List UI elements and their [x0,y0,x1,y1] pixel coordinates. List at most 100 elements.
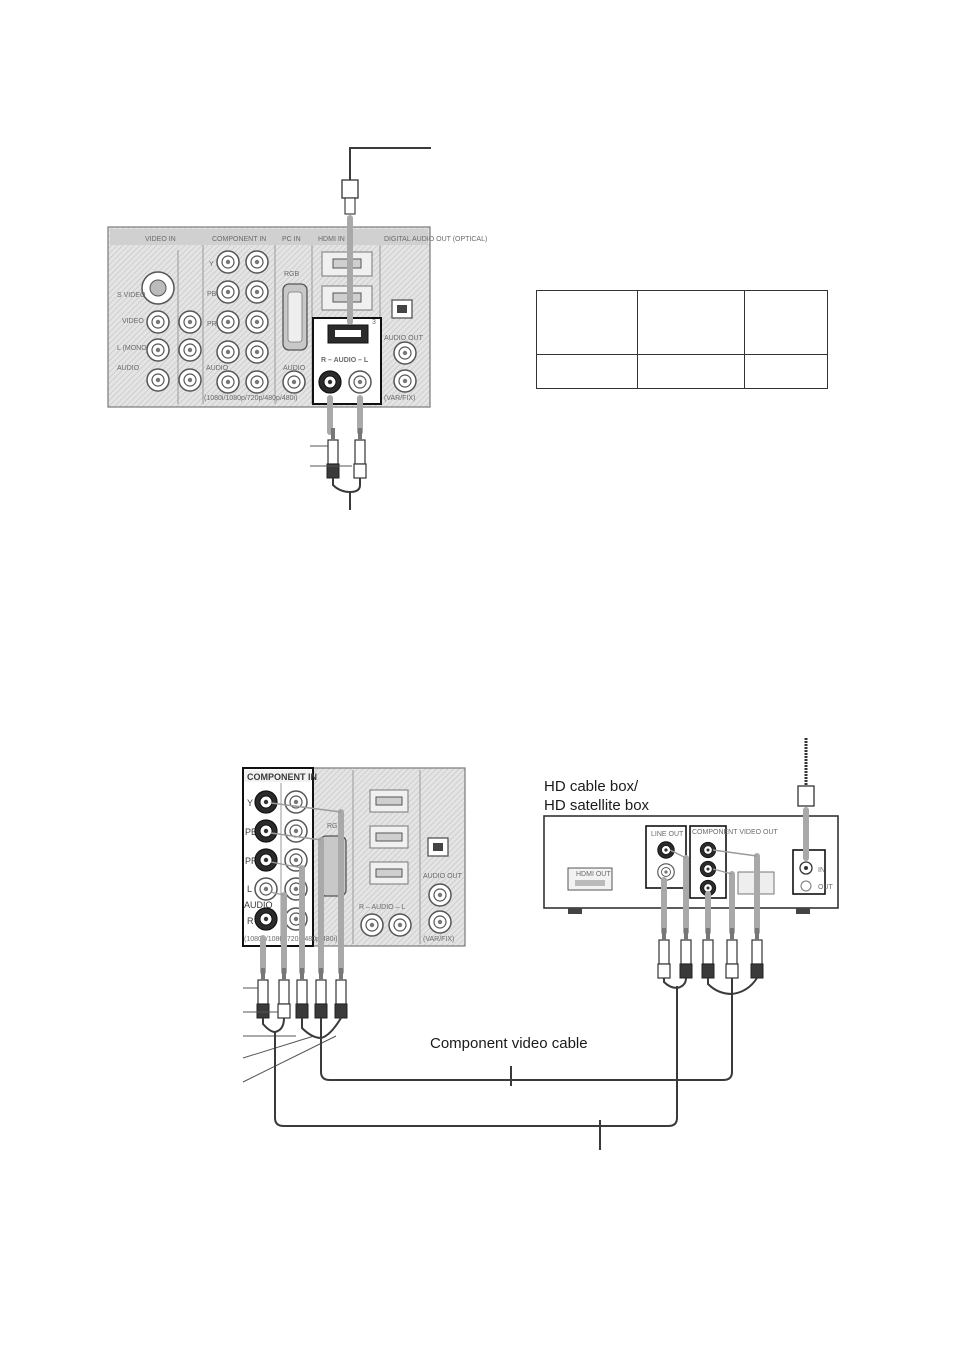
antenna-cable [797,738,815,861]
plug-audio-l [277,967,291,1019]
hdmi-in-heading: HDMI IN [318,236,345,243]
bottom-y-jack [254,790,278,814]
spec-table-row [536,354,828,389]
comp1-y-jack [216,250,240,274]
plug-y [334,967,348,1019]
audio-out-l-jack [393,341,417,365]
comp2-pr-jack [245,310,269,334]
cable-box: HDMI OUT LINE OUT COMPONENT VIDEO OUT IN… [543,815,839,914]
pc-audio-jack [282,370,306,394]
audio-plug-white [353,427,367,479]
bottom-r-label: R [247,916,254,926]
antenna-plug [797,785,815,807]
audio-mono-label: L (MONO) [117,345,149,352]
video-jack-1 [146,310,170,334]
spec-table-cell [744,290,828,355]
spec-table-cell [637,354,745,389]
spec-table-cell [744,354,828,389]
bottom-pr-jack [254,848,278,872]
bottom-hdmi-audio-label: R – AUDIO – L [359,904,405,911]
bottom-audio-out-r [428,910,452,934]
comp1-pb-jack [216,280,240,304]
bottom-pb-label: PB [245,827,257,837]
comp2-r-jack [245,370,269,394]
spec-table-cell [637,290,745,355]
video-jack-2 [178,310,202,334]
component-arrows [260,802,344,975]
pc-in-heading: PC IN [282,236,301,243]
bottom-y-label: Y [247,798,253,808]
cable-box-title-2: HD satellite box [544,797,650,814]
bottom2-y-jack [284,790,308,814]
audio-out-label: AUDIO OUT [384,335,424,342]
spec-table [536,290,828,389]
spec-table-cell [536,290,638,355]
comp2-pb-jack [245,280,269,304]
cbox-plug-pr [750,927,764,979]
bottom-audio-out-l [428,883,452,907]
audio-label-left: AUDIO [117,365,140,372]
spec-table-cell [536,354,638,389]
bottom-rgb-label: RGB [327,823,343,830]
bottom-audio-label: AUDIO [244,900,273,910]
line-out-label: LINE OUT [651,831,684,838]
line-out-r-jack [657,841,675,859]
cbox-plug-audio-r [679,927,693,979]
hdmi-audio-l-jack [348,370,372,394]
comp-pb-label: PB [207,291,217,298]
cable-box-title-1: HD cable box/ [544,778,639,795]
bottom-var-fix-label: (VAR/FIX) [423,936,454,943]
bottom-resolution-label: (1080p/1080i/720p/480p/480i) [244,936,337,943]
bottom-hdmi-audio-l [388,913,412,937]
antenna-out-jack [800,880,812,892]
audio-plug-red [326,427,340,479]
audio-r-jack-2 [178,368,202,392]
comp2-y-jack [245,250,269,274]
hdmi-3-number: 3 [372,319,376,326]
video-label: VIDEO [122,318,144,325]
cbox-plug-y [701,927,715,979]
cbox-plug-audio-l [657,927,671,979]
comp1-l-jack [216,340,240,364]
comp1-r-jack [216,370,240,394]
hdmi-audio-label: R – AUDIO – L [321,357,369,364]
bottom-pr-label: PR [245,856,258,866]
component-cable-label: Component video cable [430,1035,588,1052]
component-in-label: COMPONENT IN [247,772,317,782]
bottom-l-jack [254,877,278,901]
bottom-audio-out-label: AUDIO OUT [423,873,463,880]
plug-audio-r [256,967,270,1019]
bottom-hdmi-audio-r [360,913,384,937]
comp2-l-jack [245,340,269,364]
spec-table-row [536,290,828,355]
hdmi-audio-r-jack [318,370,342,394]
digital-audio-out-heading: DIGITAL AUDIO OUT (OPTICAL) [384,236,487,243]
s-video-label: S VIDEO [117,292,146,299]
hdmi-cable [341,147,431,325]
bundled-cables [262,986,733,1150]
bottom-r-jack [254,907,278,931]
audio-out-r-jack [393,369,417,393]
comp-resolution-label: (1080i/1080p/720p/480p/480i) [204,395,297,402]
video-in-heading: VIDEO IN [145,236,176,243]
bottom2-pb-jack [284,819,308,843]
hdmi-plug [341,179,359,199]
bottom-pb-jack [254,819,278,843]
bottom-tv-panel: COMPONENT IN Y PB PR L AUDIO R (1080p/10… [242,767,466,947]
antenna-in-label: IN [818,867,825,874]
comp1-pr-jack [216,310,240,334]
audio-l-jack-1 [146,338,170,362]
comp-audio-label: AUDIO [206,365,229,372]
plug-pr [295,967,309,1019]
component-video-out-label: COMPONENT VIDEO OUT [692,829,779,836]
antenna-out-label: OUT [818,884,834,891]
cable-box-plugs [657,849,764,996]
component-in-heading: COMPONENT IN [212,236,266,243]
audio-r-jack-1 [146,368,170,392]
cbox-plug-pb [725,927,739,979]
plug-pb [314,967,328,1019]
hdmi-out-label: HDMI OUT [576,871,611,878]
bottom-l-label: L [247,884,252,894]
comp-pr-label: PR [207,321,217,328]
